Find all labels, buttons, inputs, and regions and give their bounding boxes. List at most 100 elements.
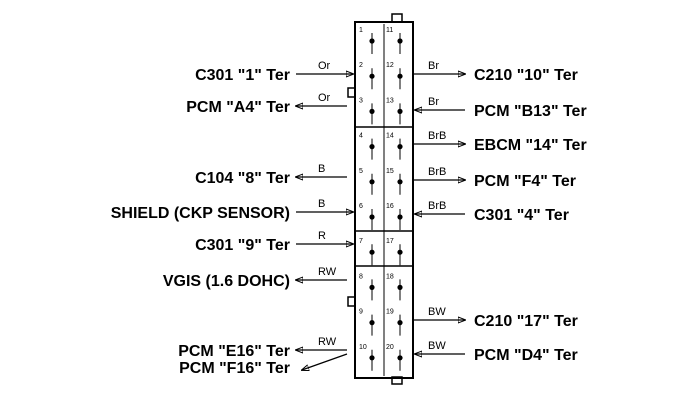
terminal-dot xyxy=(397,73,403,79)
terminal-dot xyxy=(397,108,403,114)
pin-number: 10 xyxy=(359,344,367,351)
pin-number: 4 xyxy=(359,133,363,140)
pin-cell-9: 9 xyxy=(359,309,375,336)
wire-color-code: B xyxy=(318,163,325,175)
wire-color-code: Or xyxy=(318,60,331,72)
pin-cell-20: 20 xyxy=(386,344,403,371)
left-circuit-pin-6: SHIELD (CKP SENSOR) B xyxy=(111,198,353,222)
terminal-dot xyxy=(397,320,403,326)
left-circuit-pin-10: PCM "E16" Ter RW xyxy=(178,336,347,360)
pin-cell-2: 2 xyxy=(359,62,375,90)
right-circuit-pin-15: PCM "F4" Ter BrB xyxy=(413,166,576,190)
terminal-label: C210 "17" Ter xyxy=(474,313,578,330)
pin-cell-4: 4 xyxy=(359,133,375,160)
pin-cell-3: 3 xyxy=(359,97,375,125)
pin-cell-8: 8 xyxy=(359,273,375,301)
terminal-label: PCM "B13" Ter xyxy=(474,103,587,120)
pin-number: 8 xyxy=(359,273,363,280)
terminal-label: PCM "E16" Ter xyxy=(178,343,290,360)
terminal-dot xyxy=(397,249,403,255)
pin-number: 6 xyxy=(359,203,363,210)
pin-number: 16 xyxy=(386,203,394,210)
terminal-label: PCM "F16" Ter xyxy=(179,360,290,377)
pin-number: 5 xyxy=(359,168,363,175)
pin-cell-15: 15 xyxy=(386,168,403,195)
terminal-dot xyxy=(369,179,375,185)
terminal-dot xyxy=(397,144,403,150)
terminal-dot xyxy=(369,355,375,361)
terminal-dot xyxy=(397,284,403,290)
wire-color-code: BW xyxy=(428,306,446,318)
pin-number: 19 xyxy=(386,309,394,316)
right-circuit-pin-19: C210 "17" Ter BW xyxy=(413,306,578,330)
right-circuit-pin-14: EBCM "14" Ter BrB xyxy=(413,130,587,154)
left-circuit-pin-10: PCM "F16" Ter xyxy=(179,353,348,377)
terminal-dot xyxy=(369,214,375,220)
pin-number: 7 xyxy=(359,238,363,245)
pin-number: 17 xyxy=(386,238,394,245)
wire-color-code: RW xyxy=(318,266,337,278)
terminal-dot xyxy=(397,179,403,185)
pin-number: 14 xyxy=(386,133,394,140)
terminal-dot xyxy=(369,284,375,290)
wire-color-code: BW xyxy=(428,340,446,352)
pin-cell-17: 17 xyxy=(386,238,403,266)
terminal-label: C301 "9" Ter xyxy=(195,237,290,254)
terminal-label: C301 "4" Ter xyxy=(474,207,569,224)
pin-cell-11: 11 xyxy=(386,27,403,54)
terminal-dot xyxy=(397,214,403,220)
terminal-label: C301 "1" Ter xyxy=(195,67,290,84)
terminal-label: PCM "F4" Ter xyxy=(474,173,576,190)
pin-cell-19: 19 xyxy=(386,309,403,336)
pin-number: 11 xyxy=(386,27,393,34)
pin-cell-10: 10 xyxy=(359,344,375,371)
wire-color-code: BrB xyxy=(428,166,446,178)
pin-cell-14: 14 xyxy=(386,133,403,160)
pin-cell-7: 7 xyxy=(359,238,375,266)
terminal-label: VGIS (1.6 DOHC) xyxy=(163,273,290,290)
right-circuit-pin-16: C301 "4" Ter BrB xyxy=(415,200,569,224)
wire-color-code: BrB xyxy=(428,200,446,212)
pin-number: 12 xyxy=(386,62,394,69)
pin-cell-13: 13 xyxy=(386,97,403,125)
terminal-label: SHIELD (CKP SENSOR) xyxy=(111,205,290,222)
pin-number: 20 xyxy=(386,344,394,351)
terminal-label: EBCM "14" Ter xyxy=(474,137,587,154)
left-circuit-pin-1: C301 "1" Ter Or xyxy=(195,60,353,84)
pin-cell-5: 5 xyxy=(359,168,375,195)
wire-color-code: BrB xyxy=(428,130,446,142)
wire-color-code: B xyxy=(318,198,325,210)
terminal-dot xyxy=(369,249,375,255)
terminal-dot xyxy=(397,38,403,44)
pin-number: 9 xyxy=(359,309,363,316)
terminal-label: PCM "A4" Ter xyxy=(186,99,290,116)
pin-cell-1: 1 xyxy=(359,27,375,54)
left-circuit-pin-8: VGIS (1.6 DOHC) RW xyxy=(163,266,347,290)
pin-cell-16: 16 xyxy=(386,203,403,230)
pin-number: 13 xyxy=(386,97,394,104)
terminal-label: C210 "10" Ter xyxy=(474,67,578,84)
pin-number: 3 xyxy=(359,97,363,104)
pin-cell-6: 6 xyxy=(359,203,375,230)
pin-number: 2 xyxy=(359,62,363,69)
terminal-dot xyxy=(369,38,375,44)
wire-color-code: Or xyxy=(318,92,331,104)
left-circuit-pin-4: C104 "8" Ter B xyxy=(195,163,347,187)
terminal-dot xyxy=(369,320,375,326)
left-circuit-pin-2: PCM "A4" Ter Or xyxy=(186,92,347,116)
wire-color-code: RW xyxy=(318,336,337,348)
terminal-dot xyxy=(369,73,375,79)
pin-cell-12: 12 xyxy=(386,62,403,90)
terminal-dot xyxy=(369,144,375,150)
pin-number: 18 xyxy=(386,273,394,280)
terminal-label: PCM "D4" Ter xyxy=(474,347,578,364)
terminal-label: C104 "8" Ter xyxy=(195,170,290,187)
wire-arrow xyxy=(302,353,348,370)
pin-number: 15 xyxy=(386,168,394,175)
